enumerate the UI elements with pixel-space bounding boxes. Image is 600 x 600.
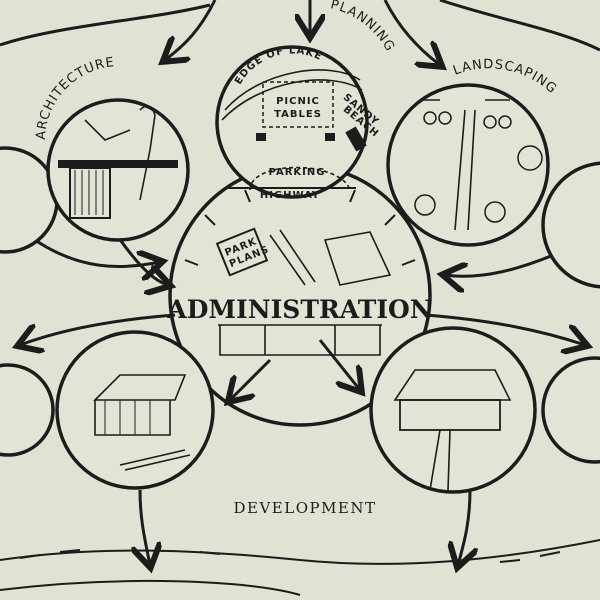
administration-label: ADMINISTRATION — [166, 295, 432, 324]
arrow-down-right — [458, 489, 470, 565]
svg-text:PLANNING: PLANNING — [329, 0, 398, 55]
arrow-down-left — [140, 489, 150, 565]
planning-circle: EDGE OF LAKE PICNIC TABLES SANDY BEACH P… — [215, 0, 398, 201]
arrow-to-architecture — [165, 0, 217, 60]
arrow-left-in — [34, 238, 160, 267]
administration-circle: PARK PLANS ADMINISTRATION — [166, 163, 433, 427]
park-plans-book-icon: PARK PLANS — [215, 227, 271, 277]
picnic-area — [262, 81, 334, 128]
development-right-circle — [369, 326, 537, 494]
lower-left-partial-circle — [0, 363, 55, 457]
svg-text:PARKING: PARKING — [269, 167, 326, 178]
bottom-hatched-ground — [0, 539, 600, 596]
svg-text:TABLES: TABLES — [274, 109, 322, 120]
parking-area — [249, 166, 351, 191]
arrow-out-left — [20, 313, 176, 345]
documents-icon — [323, 231, 392, 286]
top-arrows — [0, 0, 600, 65]
development-left-circle — [55, 330, 215, 490]
draftsman-figure — [84, 105, 156, 201]
top-right-curve — [439, 0, 600, 52]
rolled-plans-icon — [269, 229, 316, 286]
arrow-to-dev-right — [318, 339, 360, 390]
svg-text:PICNIC: PICNIC — [276, 96, 320, 107]
planning-label: PLANNING — [329, 0, 397, 55]
arrow-to-dev-left — [230, 358, 272, 400]
desk-icon — [218, 324, 382, 356]
arrow-right-in — [445, 248, 566, 276]
top-left-curve — [0, 3, 211, 47]
arrow-out-right — [424, 313, 585, 345]
landscaping-circle: LANDSCAPING — [386, 57, 559, 247]
house-frame-icon — [93, 374, 187, 436]
right-partial-circle — [541, 161, 600, 289]
development-label: DEVELOPMENT — [233, 499, 376, 517]
lower-right-partial-circle — [541, 356, 600, 464]
arrow-to-landscaping — [383, 0, 440, 65]
svg-text:HIGHWAY: HIGHWAY — [260, 190, 320, 201]
